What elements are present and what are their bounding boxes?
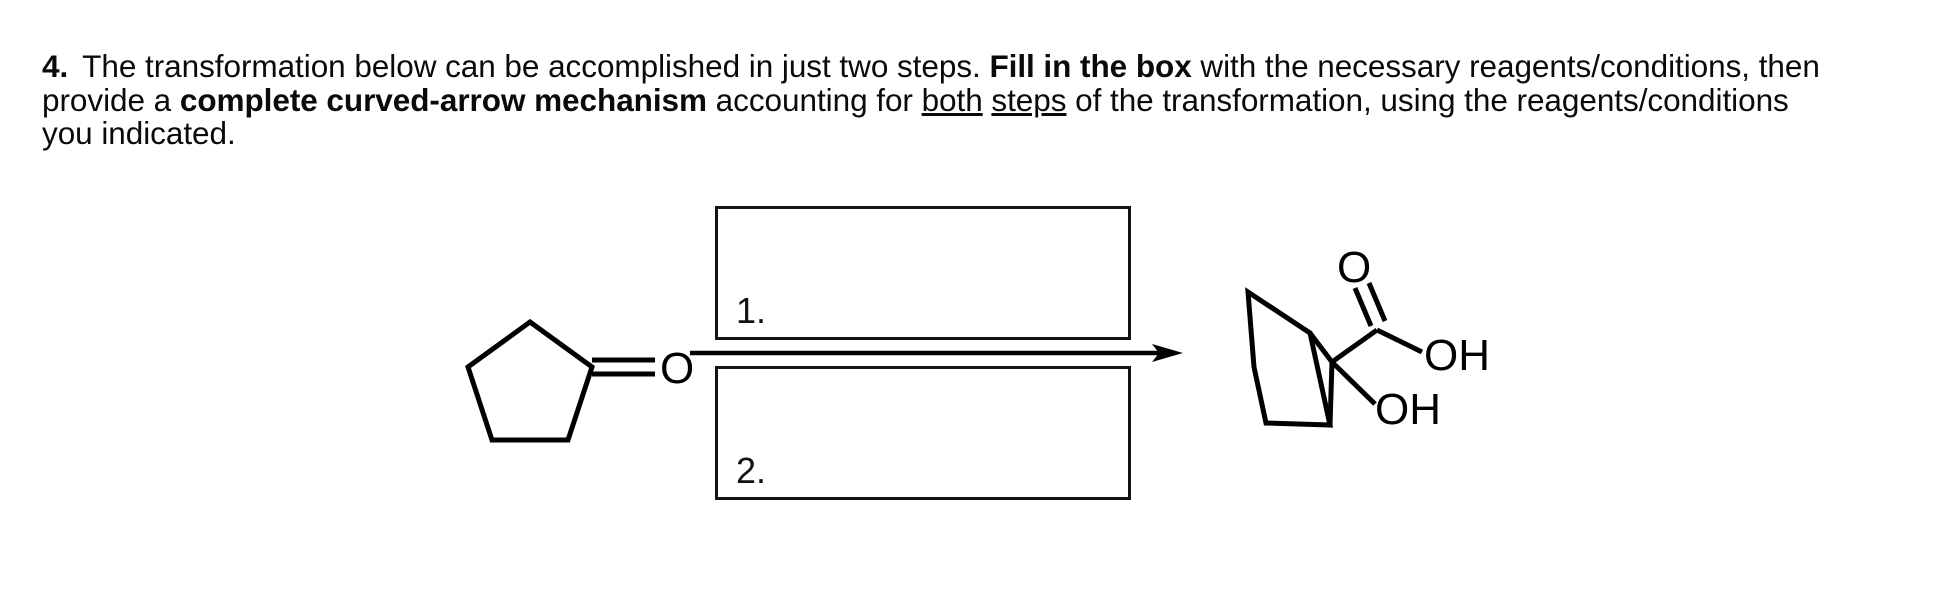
reagent-box-step-1[interactable]: 1.	[715, 206, 1131, 340]
bond-to-tertiary-hydroxyl	[1330, 360, 1377, 406]
bond-to-carboxyl-hydroxyl	[1375, 327, 1424, 355]
bond-to-carboxyl-carbon	[1330, 327, 1379, 365]
reagent-box-step-2[interactable]: 2.	[715, 366, 1131, 500]
product-carbonyl-double-bond-line-1	[1352, 287, 1374, 327]
question-line1-part-c: with the necessary reagents/	[1191, 48, 1600, 84]
product-carbonyl-oxygen-label: O	[1337, 243, 1371, 292]
question-underline-both: both	[921, 81, 983, 118]
reactant-carbonyl-oxygen-label: O	[660, 344, 694, 393]
question-text-block: 4. The transformation below can be accomp…	[42, 48, 1842, 151]
reagent-box-step-1-label: 1.	[736, 290, 767, 331]
question-number: 4.	[42, 48, 69, 84]
question-line2-part-a: conditions, then provide a	[42, 48, 1820, 118]
reaction-arrow	[690, 344, 1183, 362]
cyclopentane-ring	[465, 318, 595, 443]
reagent-box-step-2-label: 2.	[736, 450, 767, 491]
product-tertiary-hydroxyl-label: OH	[1375, 385, 1441, 434]
product-ring-quaternary-carbon-bonds	[1308, 331, 1335, 426]
question-line3: using the reagents/conditions you indica…	[42, 81, 1789, 151]
question-line1-part-a: The transformation below can be accompli…	[82, 48, 990, 84]
product-structure-1-hydroxycyclopentanecarboxylic-acid: O OH OH	[1245, 243, 1490, 434]
product-carboxyl-hydroxyl-label: OH	[1424, 331, 1490, 380]
reactant-structure-cyclopentanone: O	[465, 318, 694, 443]
reaction-arrow-head	[1152, 344, 1183, 362]
question-bold-fill-in-the-box: Fill in the box	[989, 48, 1192, 84]
question-line2-part-f: of the transformation,	[1066, 81, 1372, 118]
product-cyclopentane-ring	[1245, 287, 1334, 428]
question-line2-part-c: accounting for	[706, 81, 922, 118]
product-carbonyl-double-bond-line-2	[1366, 282, 1388, 322]
question-underline-steps: steps	[991, 81, 1067, 118]
question-bold-curved-arrow-mechanism: complete curved-arrow mechanism	[179, 81, 707, 118]
